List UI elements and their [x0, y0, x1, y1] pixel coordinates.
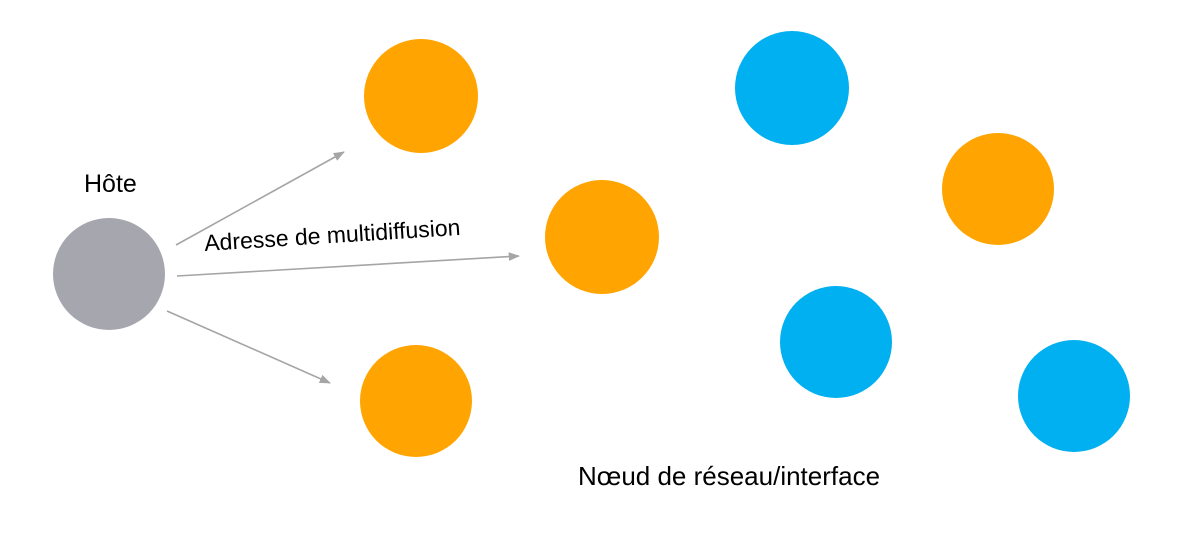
cyan-node-middle [780, 286, 892, 398]
arrow-to-bottom-node [166, 310, 331, 384]
multicast-address-label: Adresse de multidiffusion [203, 213, 462, 256]
host-circle [53, 218, 165, 330]
orange-node-bottom-left [360, 345, 472, 457]
arrow-to-middle-node [176, 252, 520, 277]
host-label: Hôte [84, 170, 137, 198]
network-node-interface-label: Nœud de réseau/interface [578, 461, 881, 491]
cyan-node-bottom-right [1018, 340, 1130, 452]
cyan-node-top [735, 31, 849, 145]
orange-node-middle [545, 180, 659, 294]
orange-node-right [942, 133, 1054, 245]
orange-node-top-left [364, 39, 478, 153]
